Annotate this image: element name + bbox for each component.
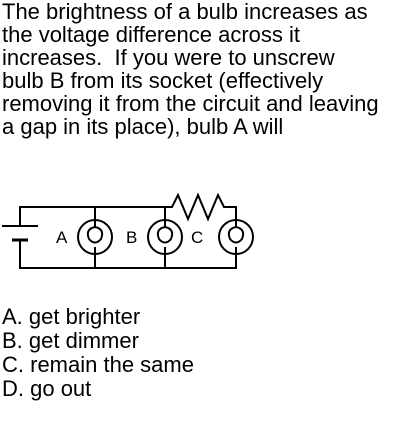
resistor <box>164 192 237 222</box>
question-text: The brightness of a bulb increases as th… <box>2 0 416 138</box>
battery <box>2 225 38 242</box>
choice-a[interactable]: A. get brighter <box>2 304 141 329</box>
bulb-a <box>77 219 113 255</box>
label-b: B <box>126 228 137 247</box>
label-c: C <box>191 228 203 247</box>
choice-b[interactable]: B. get dimmer <box>2 328 139 353</box>
label-a: A <box>56 228 68 247</box>
question-line: increases. If you were to unscrew <box>2 45 335 70</box>
choice-d[interactable]: D. go out <box>2 376 92 401</box>
bulb-b <box>147 219 183 255</box>
circuit-diagram: A B C <box>2 192 254 269</box>
choice-c[interactable]: C. remain the same <box>2 352 194 377</box>
question-line: a gap in its place), bulb A will <box>2 114 284 139</box>
bulb-c <box>218 219 254 255</box>
question-line: bulb B from its socket (effectively <box>2 68 324 93</box>
question-line: removing it from the circuit and leaving <box>2 91 379 116</box>
question-line: the voltage difference across it <box>2 22 300 47</box>
question-line: The brightness of a bulb increases as <box>2 0 368 24</box>
answer-choices: A. get brighter B. get dimmer C. remain … <box>2 305 194 401</box>
